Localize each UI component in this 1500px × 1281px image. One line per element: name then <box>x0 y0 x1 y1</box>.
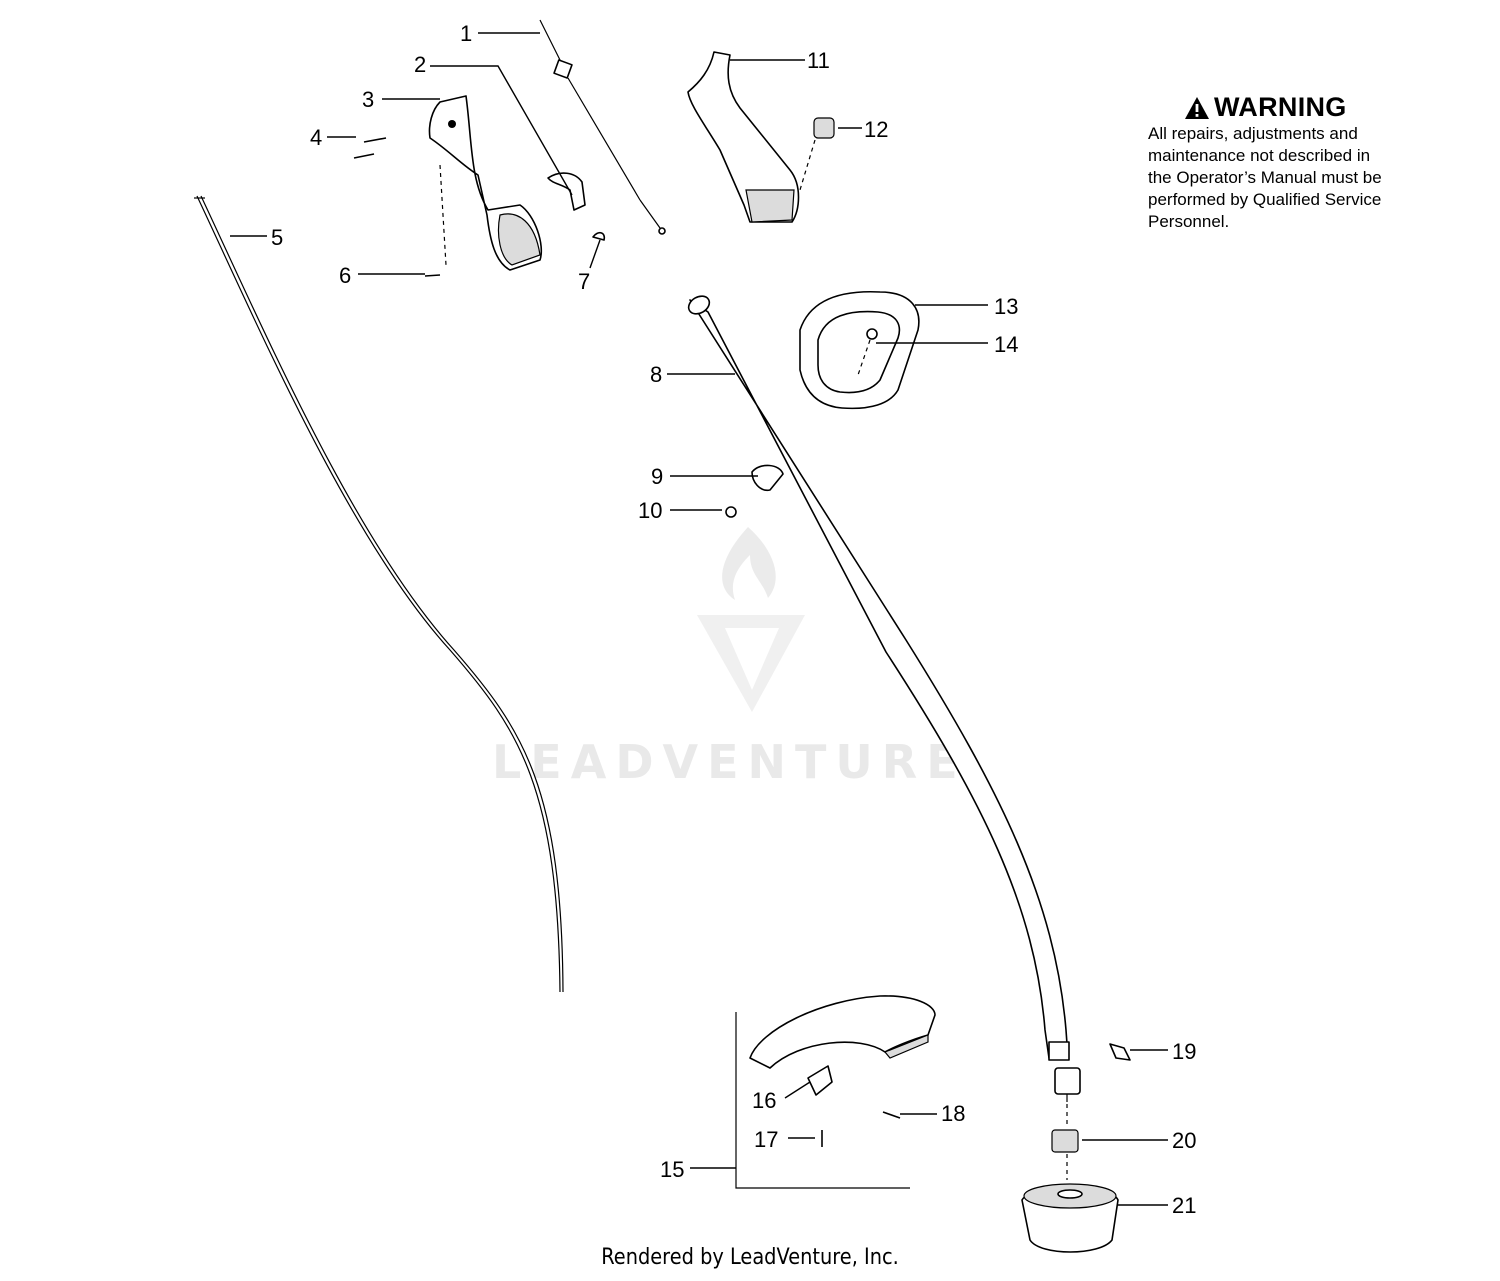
callout-14: 14 <box>994 332 1018 357</box>
part-5-drive-shaft <box>194 195 564 993</box>
callout-9: 9 <box>651 464 663 489</box>
callout-11: 11 <box>807 48 830 73</box>
part-1-throttle-cable <box>539 19 666 235</box>
part-18-screw <box>882 1111 901 1119</box>
part-13-assist-handle <box>799 290 920 410</box>
callout-12: 12 <box>864 117 888 142</box>
callout-5: 5 <box>271 225 283 250</box>
part-21-trimmer-head <box>1021 1183 1119 1253</box>
part-7-clip <box>592 231 606 241</box>
callout-10: 10 <box>638 498 662 523</box>
callout-2: 2 <box>414 52 426 77</box>
watermark-text: LEADVENTURE <box>492 735 967 789</box>
part-19-wing-nut <box>1109 1043 1131 1061</box>
warning-title: WARNING <box>1184 92 1448 123</box>
callout-15: 15 <box>660 1157 684 1182</box>
warning-triangle-icon <box>1185 96 1209 119</box>
part-3-handle-housing <box>428 95 543 271</box>
warning-title-text: WARNING <box>1214 92 1347 122</box>
watermark-logo <box>697 527 805 712</box>
callout-17: 17 <box>754 1127 778 1152</box>
callout-19: 19 <box>1172 1039 1196 1064</box>
callout-8: 8 <box>650 362 662 387</box>
footer-credit: Rendered by LeadVenture, Inc. <box>601 1245 899 1270</box>
part-16-line-cutter <box>807 1065 833 1096</box>
callout-20: 20 <box>1172 1128 1196 1153</box>
callout-1: 1 <box>460 21 472 46</box>
callout-7: 7 <box>578 269 590 294</box>
callout-4: 4 <box>310 125 322 150</box>
warning-line-5: Personnel. <box>1148 212 1230 231</box>
part-20-nut <box>1051 1104 1079 1180</box>
callout-18: 18 <box>941 1101 965 1126</box>
part-12-knob <box>799 117 835 191</box>
warning-line-4: performed by Qualified Service <box>1148 190 1382 209</box>
leader-lines <box>230 32 1168 1206</box>
part-8-drive-tube <box>687 295 1081 1102</box>
part-6-screw <box>424 164 447 277</box>
part-11-handle-half <box>687 51 800 223</box>
part-15-shield <box>749 995 936 1069</box>
callout-13: 13 <box>994 294 1018 319</box>
part-4-screws <box>353 137 387 159</box>
warning-line-1: All repairs, adjustments and <box>1148 124 1358 143</box>
callout-6: 6 <box>339 263 351 288</box>
part-10-screw <box>725 506 737 518</box>
part-2-trigger <box>547 172 586 211</box>
warning-line-3: the Operator’s Manual must be <box>1148 168 1382 187</box>
callout-3: 3 <box>362 87 374 112</box>
warning-notice: WARNING All repairs, adjustments and mai… <box>1148 92 1448 233</box>
part-14-bolt <box>857 328 878 376</box>
callout-16: 16 <box>752 1088 776 1113</box>
callout-21: 21 <box>1172 1193 1196 1218</box>
part-9-bracket <box>751 464 784 492</box>
warning-line-2: maintenance not described in <box>1148 146 1371 165</box>
part-15-guard-frame <box>735 1012 910 1189</box>
